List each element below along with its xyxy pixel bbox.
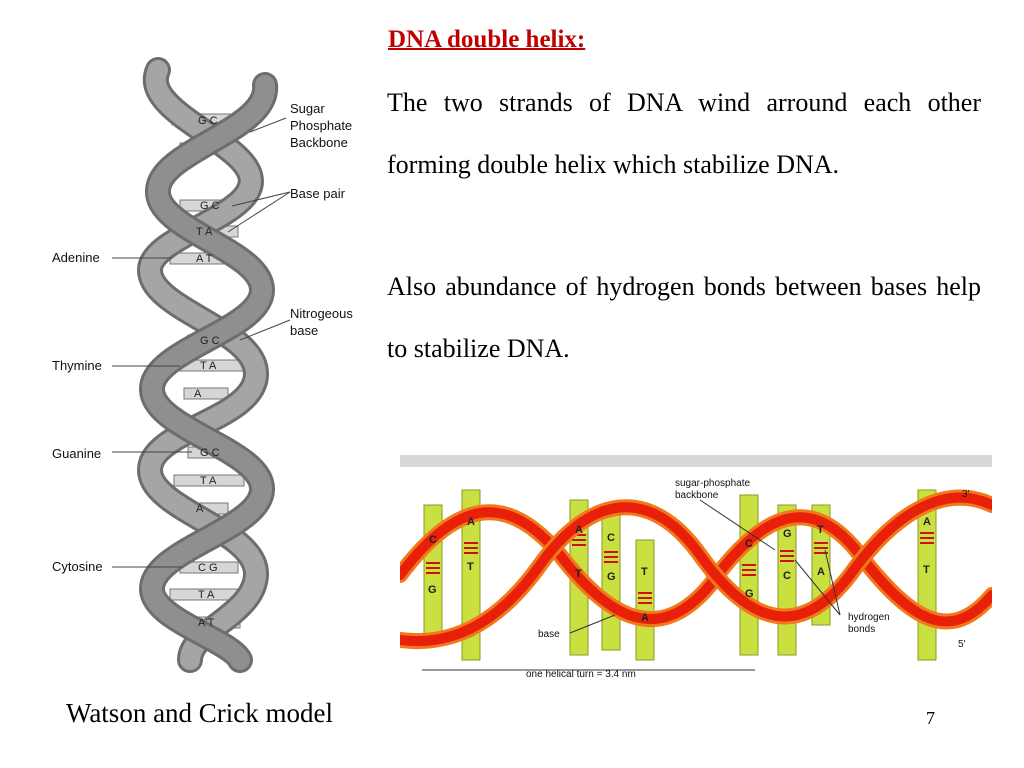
- label-sugar: Sugar: [290, 101, 325, 116]
- page-number: 7: [926, 708, 935, 728]
- pair-letter: A T: [196, 253, 213, 265]
- pair-letters: G C G C T A A T G C T A A G C T A A C G …: [194, 115, 220, 629]
- base-letter: T: [467, 561, 474, 573]
- label-cytosine: Cytosine: [52, 559, 103, 574]
- pair-letter: G C: [198, 115, 218, 127]
- label-backbone: backbone: [675, 490, 719, 501]
- base-letter: A: [817, 566, 825, 578]
- base-letter: G: [607, 571, 616, 583]
- sugar-phosphate-strands: [136, 57, 278, 673]
- label-hydrogen: hydrogen: [848, 612, 890, 623]
- label-adenine: Adenine: [52, 250, 100, 265]
- leader-lines: [112, 117, 291, 568]
- label-5-prime: 5': [958, 639, 966, 650]
- label-bonds: bonds: [848, 624, 875, 635]
- base-letter: A: [641, 612, 649, 624]
- label-thymine: Thymine: [52, 358, 102, 373]
- hydrogen-bonds: [426, 532, 934, 604]
- pair-letter: T A: [200, 475, 217, 487]
- dna-helix-diagram: G C G C T A A T G C T A A G C T A A C G …: [52, 57, 353, 673]
- pair-letter: G C: [200, 200, 220, 212]
- label-base: base: [290, 323, 318, 338]
- base-letter: G: [428, 584, 437, 596]
- label-phosphate: Phosphate: [290, 118, 352, 133]
- base-letter: C: [783, 570, 791, 582]
- label-base-pair: Base pair: [290, 186, 346, 201]
- ribbon-leader-lines: [422, 499, 841, 671]
- label-helical-turn: one helical turn = 3.4 nm: [526, 669, 636, 680]
- pair-letter: T A: [196, 226, 213, 238]
- slide-heading: DNA double helix:: [388, 26, 586, 53]
- figure-caption: Watson and Crick model: [66, 698, 334, 728]
- pair-letter: A T: [198, 617, 215, 629]
- label-guanine: Guanine: [52, 446, 101, 461]
- label-3-prime: 3': [962, 489, 970, 500]
- base-letter: G: [783, 528, 792, 540]
- base-letter: C: [607, 532, 615, 544]
- label-nitrogeous: Nitrogeous: [290, 306, 353, 321]
- pair-letter: A: [194, 388, 202, 400]
- pair-letter: G C: [200, 335, 220, 347]
- dna-ribbon-diagram: C G A T A T C G T A C G G C T A A T suga…: [400, 455, 992, 680]
- base-letter: T: [575, 568, 582, 580]
- ribbon-letters: C G A T A T C G T A C G G C T A A T: [428, 516, 931, 624]
- pair-letter: A: [196, 503, 204, 515]
- label-sugar-phosphate: sugar-phosphate: [675, 478, 750, 489]
- base-letter: A: [923, 516, 931, 528]
- pair-letter: T A: [200, 360, 217, 372]
- backbone-ribbons: [400, 489, 992, 650]
- pair-letter: C G: [198, 562, 218, 574]
- pair-letter: G C: [200, 447, 220, 459]
- base-letter: C: [429, 534, 437, 546]
- base-letter: T: [923, 564, 930, 576]
- base-letter: T: [817, 524, 824, 536]
- pair-letter: T A: [198, 589, 215, 601]
- paragraph-double-helix: The two strands of DNA wind arround each…: [387, 88, 981, 179]
- base-letter: A: [467, 516, 475, 528]
- paragraph-hydrogen-bonds: Also abundance of hydrogen bonds between…: [387, 272, 981, 363]
- base-letter: C: [745, 538, 753, 550]
- image-top-border: [400, 455, 992, 467]
- base-letter: A: [575, 524, 583, 536]
- label-base: base: [538, 629, 560, 640]
- base-letter: G: [745, 588, 754, 600]
- base-letter: T: [641, 566, 648, 578]
- label-backbone: Backbone: [290, 135, 348, 150]
